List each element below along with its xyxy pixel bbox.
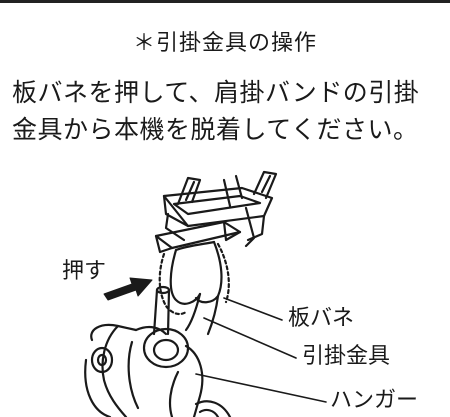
- buckle-frame: [162, 186, 274, 248]
- instruction-line-2: 金具から本機を脱着してください。: [12, 115, 419, 144]
- instruction-line-1: 板バネを押して、肩掛バンドの引掛: [12, 78, 420, 107]
- hook-operation-illustration: [84, 170, 327, 417]
- leader-lines: [195, 297, 327, 403]
- hook-fitting: [169, 240, 223, 336]
- webbing: [154, 220, 242, 254]
- label-leaf-spring: 板バネ: [288, 306, 355, 331]
- top-divider: [0, 0, 450, 3]
- instruction-text: 板バネを押して、肩掛バンドの引掛 金具から本機を脱着してください。: [12, 74, 442, 148]
- push-arrow-icon: [103, 277, 153, 301]
- label-hanger: ハンガー: [330, 388, 419, 413]
- leaf-spring: [158, 242, 230, 316]
- section-title: ＊引掛金具の操作: [132, 31, 317, 56]
- label-hook-fitting: 引掛金具: [302, 344, 391, 369]
- shoulder-band: [176, 170, 278, 208]
- label-push: 押す: [62, 259, 107, 284]
- machine-body: [84, 323, 232, 417]
